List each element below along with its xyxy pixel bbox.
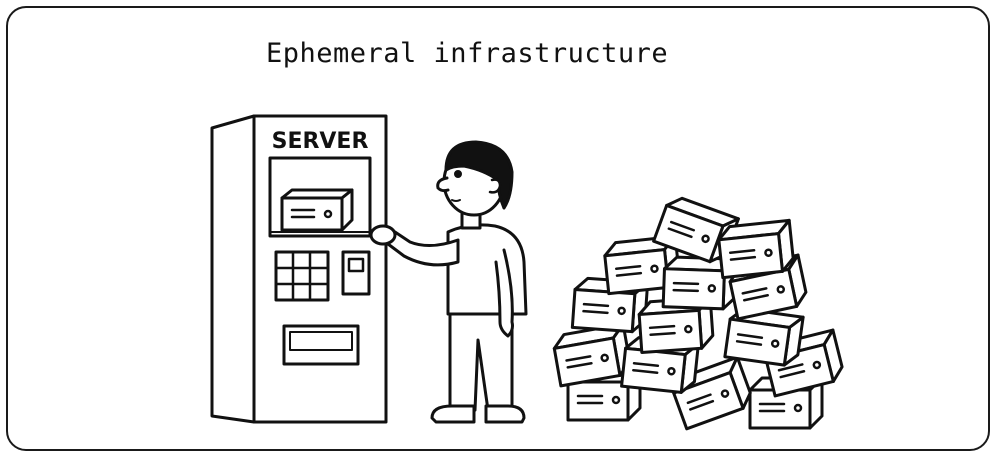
server-box-icon [280,188,354,232]
person-icon [369,140,528,424]
dispenser-tray [282,324,360,366]
page-title: Ephemeral infrastructure [266,38,669,69]
keypad [274,250,330,302]
machine-label: SERVER [272,129,369,154]
vending-machine-icon: SERVER [210,114,388,424]
coin-slot [341,250,371,296]
server-pile-icon [550,192,847,431]
